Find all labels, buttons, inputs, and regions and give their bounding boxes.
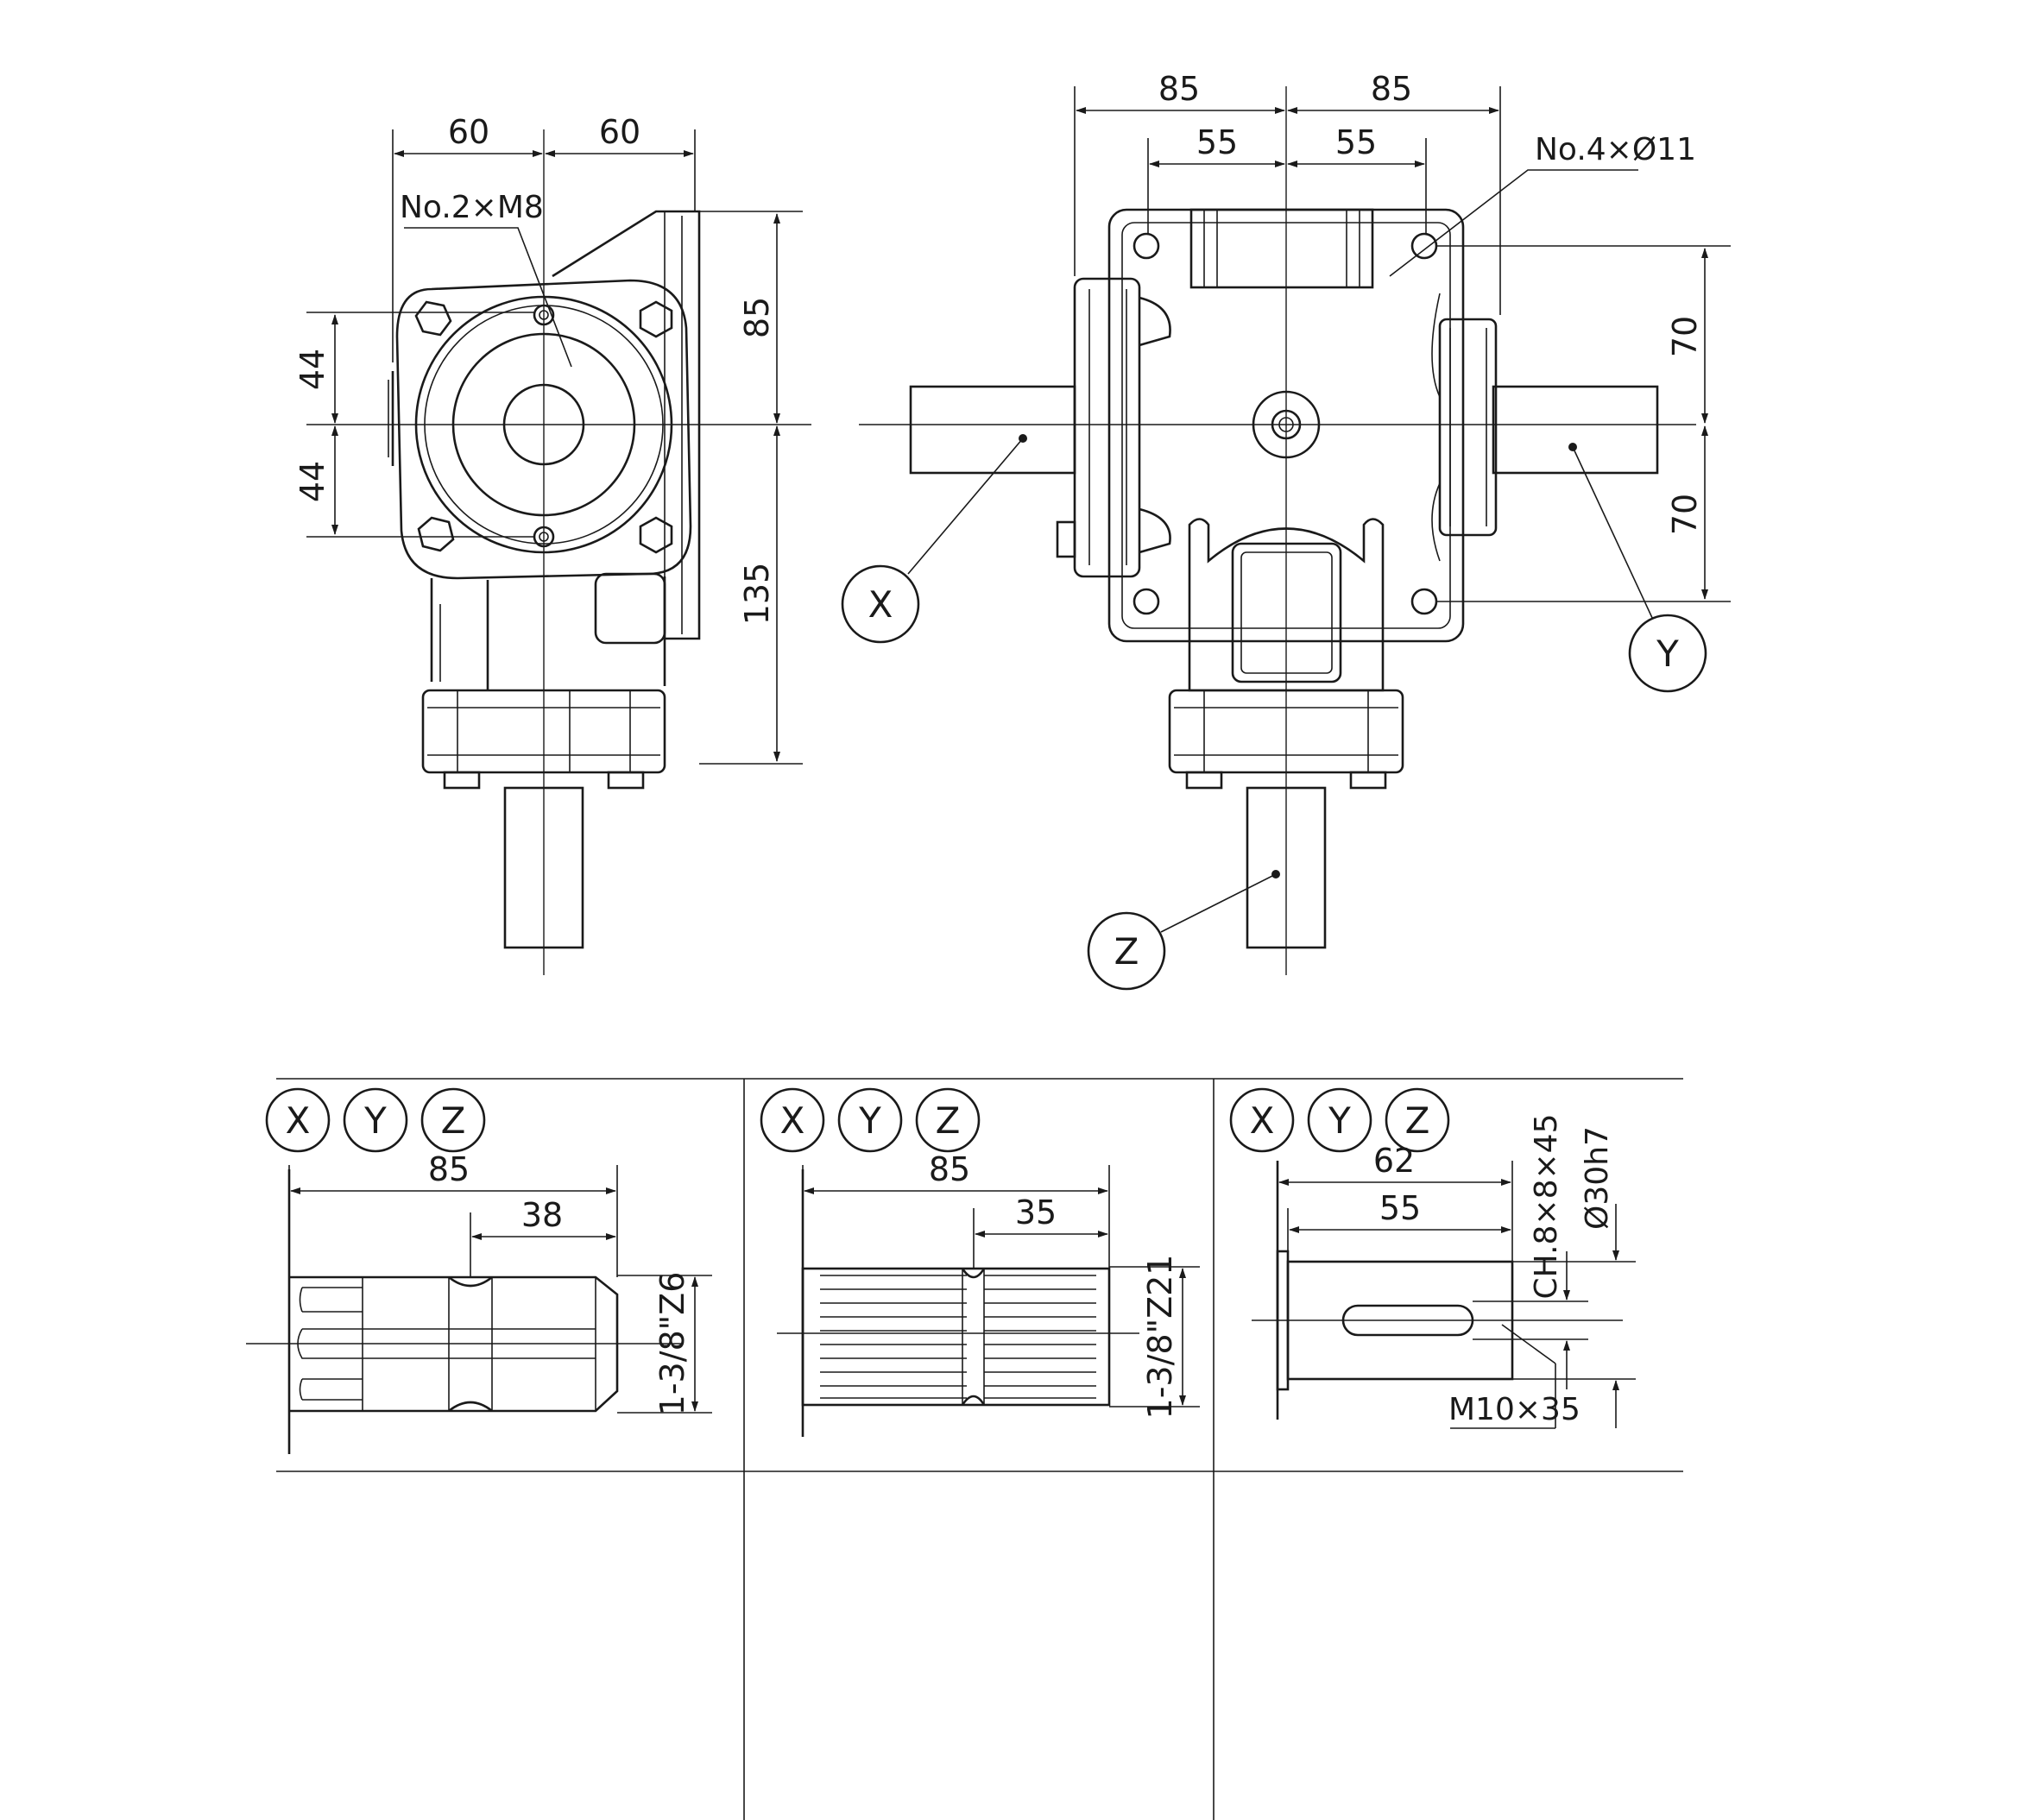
dim-inner-right: 55 bbox=[1335, 123, 1377, 161]
badge-z: Z bbox=[936, 1099, 961, 1142]
badge-y: Y bbox=[858, 1099, 881, 1142]
dim-total: 85 bbox=[929, 1150, 970, 1188]
dim-bolt-upper: 44 bbox=[293, 349, 331, 390]
spline-spec: 1-3/8"Z21 bbox=[1141, 1255, 1179, 1420]
dim-width-right: 60 bbox=[599, 113, 640, 151]
shaft-label-x: X bbox=[868, 583, 893, 626]
shaft-option-keyed: X Y Z M10×35 62 55 CH.8×8×45 Ø30h7 bbox=[1229, 1087, 1636, 1429]
shaft-option-z21: X Y Z bbox=[760, 1087, 1200, 1437]
dim-outer-left: 85 bbox=[1158, 70, 1200, 108]
badge-y: Y bbox=[363, 1099, 387, 1142]
side-view-dimensions: 85 85 55 55 70 70 No.4×Ø11 bbox=[1074, 70, 1731, 602]
diameter-spec: Ø30h7 bbox=[1580, 1126, 1615, 1230]
badge-z: Z bbox=[1405, 1099, 1430, 1142]
dim-partial: 38 bbox=[521, 1196, 563, 1234]
dim-width-left: 60 bbox=[448, 113, 489, 151]
shaft-option-z6: X Y Z 85 38 1-3/8"Z6 bbox=[246, 1087, 712, 1454]
dim-bolt-lower: 44 bbox=[293, 461, 331, 502]
spline-spec: 1-3/8"Z6 bbox=[653, 1272, 691, 1416]
shaft-options-table bbox=[276, 1078, 1683, 1820]
badge-x: X bbox=[1250, 1099, 1275, 1142]
dim-height-bottom: 135 bbox=[738, 563, 776, 626]
dim-vert-lower: 70 bbox=[1666, 494, 1704, 535]
thread-spec: M10×35 bbox=[1448, 1392, 1580, 1427]
front-view bbox=[306, 129, 811, 975]
dim-total: 85 bbox=[428, 1150, 470, 1188]
badge-x: X bbox=[286, 1099, 311, 1142]
front-view-dimensions: 60 60 85 135 44 44 No.2×M8 bbox=[293, 113, 803, 765]
shaft-label-y: Y bbox=[1656, 633, 1679, 675]
dim-vert-upper: 70 bbox=[1666, 316, 1704, 357]
key-spec: CH.8×8×45 bbox=[1529, 1114, 1564, 1300]
dim-total: 62 bbox=[1373, 1142, 1415, 1180]
badge-z: Z bbox=[441, 1099, 466, 1142]
badge-x: X bbox=[780, 1099, 805, 1142]
shaft-label-z: Z bbox=[1114, 930, 1139, 973]
badge-y: Y bbox=[1328, 1099, 1351, 1142]
dim-height-top: 85 bbox=[738, 297, 776, 338]
dim-inner-left: 55 bbox=[1196, 123, 1238, 161]
dim-partial: 55 bbox=[1379, 1189, 1421, 1227]
side-view: X Y Z bbox=[841, 86, 1707, 991]
callout-holes: No.4×Ø11 bbox=[1535, 132, 1696, 167]
dim-partial: 35 bbox=[1015, 1193, 1057, 1231]
callout-threads: No.2×M8 bbox=[400, 190, 544, 225]
dim-outer-right: 85 bbox=[1371, 70, 1412, 108]
